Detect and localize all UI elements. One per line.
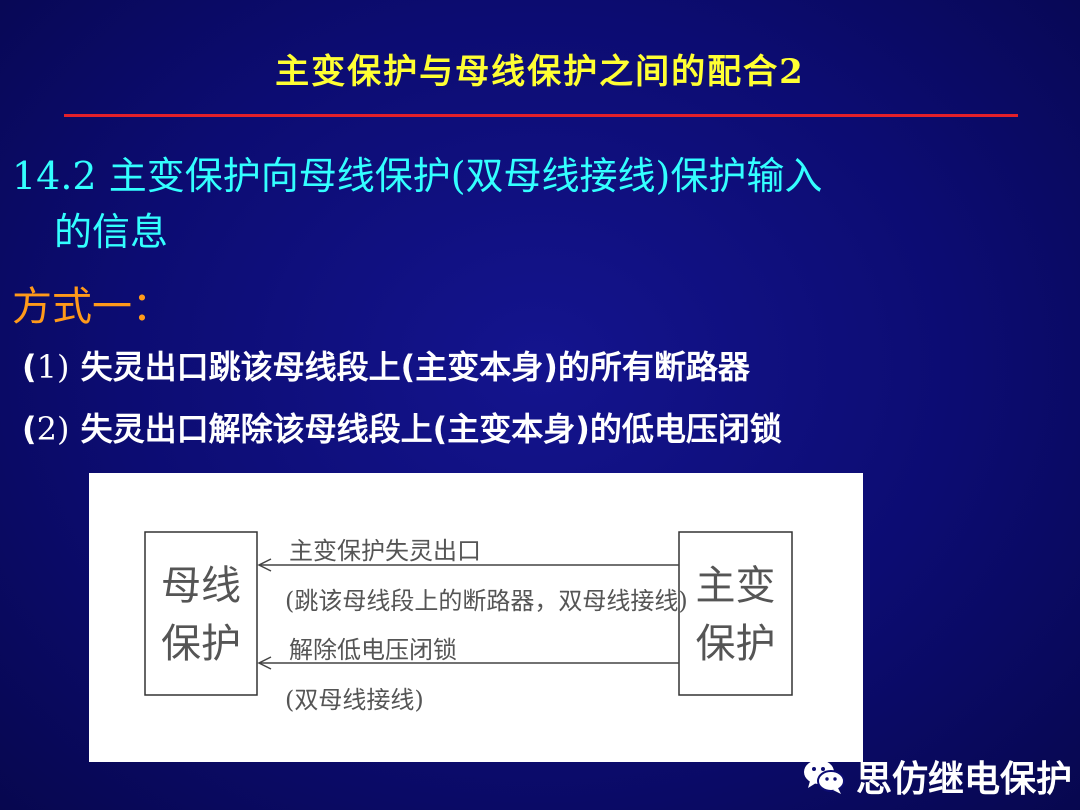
- bus-protection-label: 母线 保护: [145, 557, 257, 673]
- section-heading-line1: 14.2 主变保护向母线保护(双母线接线)保护输入: [12, 154, 823, 198]
- trip-signal-label: 主变保护失灵出口: [289, 537, 481, 565]
- list-item-text: 失灵出口解除该母线段上(主变本身)的低电压闭锁: [69, 410, 782, 448]
- title-divider: [64, 114, 1018, 117]
- transformer-protection-label: 主变 保护: [679, 557, 792, 673]
- transformer-protection-label-line1: 主变: [695, 563, 776, 609]
- bus-protection-box: [144, 531, 258, 696]
- transformer-protection-box: [678, 531, 793, 696]
- wechat-icon: [802, 754, 846, 798]
- method-label: 方式一：: [12, 284, 172, 330]
- transformer-protection-label-line2: 保护: [695, 621, 776, 667]
- list-item-paren: (: [22, 410, 37, 448]
- list-item-paren: (: [22, 348, 37, 386]
- bus-protection-label-line1: 母线: [161, 563, 241, 609]
- list-item: (1) 失灵出口跳该母线段上(主变本身)的所有断路器: [22, 342, 750, 388]
- slide-title: 主变保护与母线保护之间的配合2: [275, 52, 805, 92]
- arrowhead-unlock: [257, 656, 272, 670]
- list-item-number: 2): [36, 410, 70, 448]
- watermark: 思仿继电保护: [802, 750, 1072, 802]
- arrowhead-trip: [257, 558, 272, 572]
- trip-signal-note: (跳该母线段上的断路器，双母线接线): [285, 587, 688, 615]
- unlock-signal-label: 解除低电压闭锁: [289, 636, 457, 664]
- diagram-lines: [144, 531, 793, 696]
- list-item: (2) 失灵出口解除该母线段上(主变本身)的低电压闭锁: [22, 404, 782, 450]
- unlock-signal-note: (双母线接线): [285, 686, 424, 714]
- list-item-number: 1): [36, 348, 70, 386]
- signal-diagram: 母线 保护 主变 保护 主变保护失灵出口 (跳该母线段上的断路器，双母线接线) …: [89, 473, 863, 762]
- bus-protection-label-line2: 保护: [161, 621, 241, 667]
- section-heading-line2: 的信息: [54, 210, 169, 254]
- section-heading: 14.2 主变保护向母线保护(双母线接线)保护输入 的信息: [12, 148, 1062, 260]
- list-item-text: 失灵出口跳该母线段上(主变本身)的所有断路器: [69, 348, 750, 386]
- watermark-text: 思仿继电保护: [855, 759, 1072, 800]
